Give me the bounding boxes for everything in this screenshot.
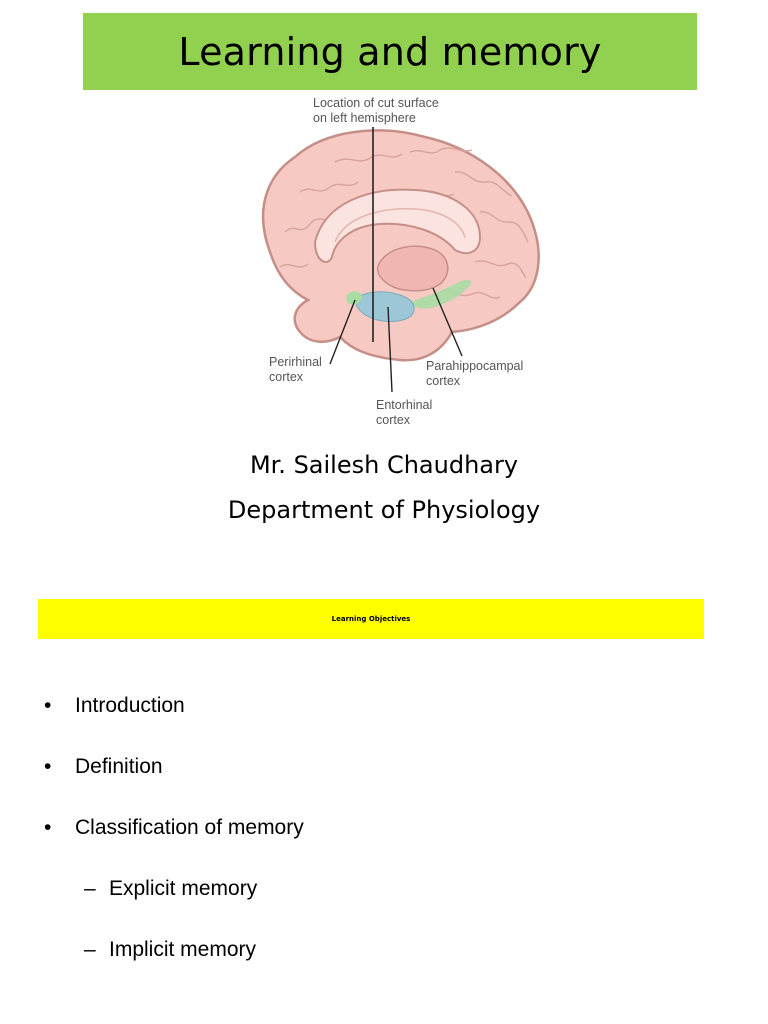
brain-figure: Location of cut surface on left hemisphe… [240,92,550,430]
list-item-text: Definition [75,755,163,778]
author-name: Mr. Sailesh Chaudhary [249,451,519,479]
parahippocampal-label: Parahippocampal cortex [426,359,524,388]
list-item-text: Introduction [75,694,185,717]
dash-marker: – [84,877,96,900]
entorhinal-label: Entorhinal cortex [376,398,433,427]
author-department: Department of Physiology [227,496,541,524]
dash-marker: – [84,938,96,961]
list-item-text: Implicit memory [109,938,257,961]
list-item-text: Explicit memory [109,877,258,900]
entorhinal-region [355,291,415,322]
brain-shape [261,129,540,362]
corpus-callosum [313,188,482,263]
brain-diagram-icon [261,127,540,393]
perirhinal-label: Perirhinal cortex [269,355,322,384]
bullet-marker: • [44,755,52,778]
perirhinal-region [346,291,362,305]
bullet-marker: • [44,816,52,839]
parahippocampal-region [410,279,472,309]
slide-title: Learning and memory [178,29,602,74]
title-banner: Learning and memory [83,13,697,90]
objectives-heading: Learning Objectives [331,615,411,623]
bullet-marker: • [44,694,52,717]
cut-surface-label: Location of cut surface on left hemisphe… [313,96,439,125]
objectives-banner: Learning Objectives [38,599,704,639]
list-item-text: Classification of memory [75,816,304,839]
